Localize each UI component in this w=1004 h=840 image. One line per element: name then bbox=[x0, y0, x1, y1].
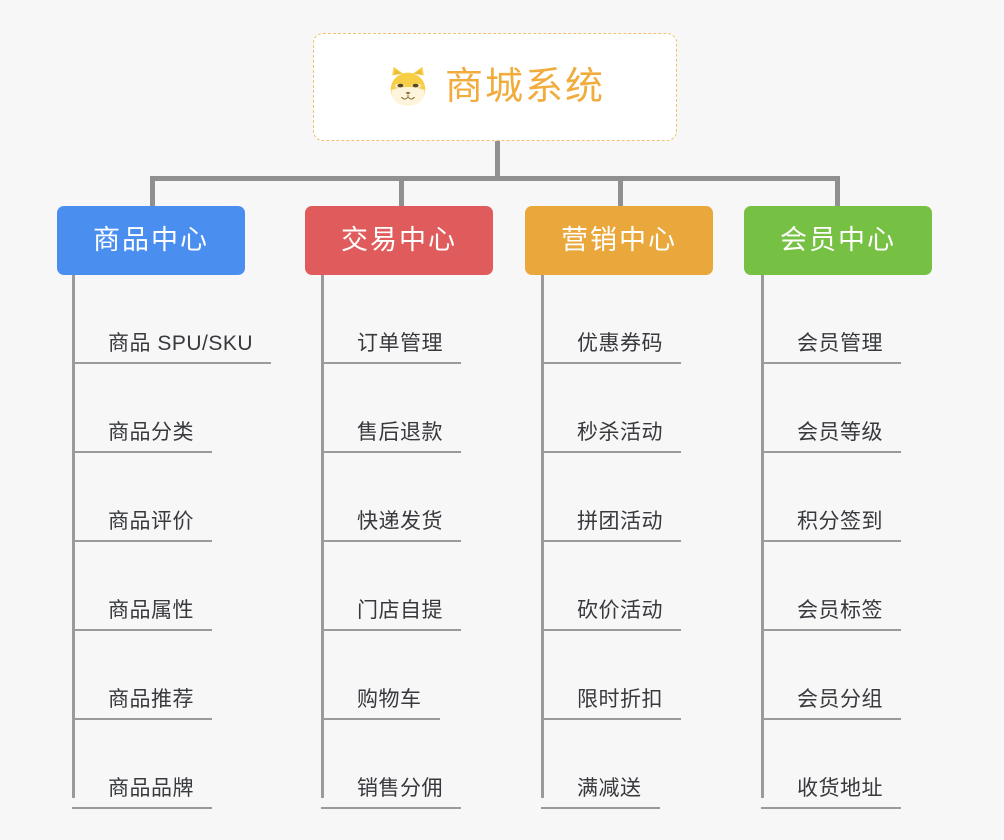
leaf-label: 砍价活动 bbox=[577, 599, 663, 622]
leaf-item[interactable]: 快递发货 bbox=[321, 453, 461, 542]
connector-root-stem bbox=[495, 141, 500, 178]
branch-trunk-3 bbox=[541, 275, 544, 798]
leaf-item[interactable]: 商品属性 bbox=[72, 542, 212, 631]
leaf-underline bbox=[321, 629, 461, 631]
leaf-label: 限时折扣 bbox=[577, 688, 663, 711]
connector-branch-2 bbox=[399, 176, 404, 207]
category-label-4: 会员中心 bbox=[780, 225, 896, 255]
leaf-label: 商品评价 bbox=[108, 510, 194, 533]
leaf-underline bbox=[321, 451, 461, 453]
leaf-underline bbox=[541, 718, 681, 720]
leaf-label: 销售分佣 bbox=[357, 777, 443, 800]
leaf-underline bbox=[321, 540, 461, 542]
leaf-underline bbox=[761, 807, 901, 809]
category-box-3[interactable]: 营销中心 bbox=[525, 206, 713, 275]
leaf-label: 会员分组 bbox=[797, 688, 883, 711]
connector-branch-1 bbox=[150, 176, 155, 207]
connector-branch-3 bbox=[618, 176, 623, 207]
leaf-item[interactable]: 收货地址 bbox=[761, 720, 901, 809]
branch-trunk-4 bbox=[761, 275, 764, 798]
leaf-underline bbox=[541, 629, 681, 631]
leaf-item[interactable]: 限时折扣 bbox=[541, 631, 681, 720]
leaf-underline bbox=[72, 807, 212, 809]
leaf-underline bbox=[72, 362, 272, 364]
leaf-item[interactable]: 满减送 bbox=[541, 720, 660, 809]
leaf-underline bbox=[761, 540, 901, 542]
leaf-label: 商品品牌 bbox=[108, 777, 194, 800]
leaf-label: 会员标签 bbox=[797, 599, 883, 622]
category-label-1: 商品中心 bbox=[93, 225, 209, 255]
leaf-underline bbox=[321, 807, 461, 809]
branch-column-4: 会员管理 会员等级 积分签到 会员标签 会员分组 收货地址 bbox=[761, 275, 951, 815]
connector-horizontal-bus bbox=[150, 176, 840, 181]
leaf-label: 商品分类 bbox=[108, 421, 194, 444]
branch-column-2: 订单管理 售后退款 快递发货 门店自提 购物车 销售分佣 bbox=[321, 275, 511, 815]
category-label-2: 交易中心 bbox=[341, 225, 457, 255]
leaf-item[interactable]: 门店自提 bbox=[321, 542, 461, 631]
leaf-item[interactable]: 商品品牌 bbox=[72, 720, 212, 809]
shiba-dog-face-icon bbox=[385, 64, 431, 110]
leaf-item[interactable]: 商品 SPU/SKU bbox=[72, 275, 272, 364]
leaf-label: 收货地址 bbox=[797, 777, 883, 800]
leaf-underline bbox=[72, 629, 212, 631]
leaf-label: 快递发货 bbox=[357, 510, 443, 533]
leaf-underline bbox=[541, 362, 681, 364]
leaf-label: 满减送 bbox=[577, 777, 642, 800]
leaf-item[interactable]: 会员管理 bbox=[761, 275, 901, 364]
branch-column-1: 商品 SPU/SKU 商品分类 商品评价 商品属性 商品推荐 商品品牌 bbox=[72, 275, 302, 815]
leaf-label: 拼团活动 bbox=[577, 510, 663, 533]
leaf-item[interactable]: 商品推荐 bbox=[72, 631, 212, 720]
leaf-item[interactable]: 积分签到 bbox=[761, 453, 901, 542]
leaf-item[interactable]: 会员标签 bbox=[761, 542, 901, 631]
leaf-item[interactable]: 拼团活动 bbox=[541, 453, 681, 542]
leaf-item[interactable]: 售后退款 bbox=[321, 364, 461, 453]
leaf-label: 会员等级 bbox=[797, 421, 883, 444]
leaf-underline bbox=[761, 451, 901, 453]
leaf-item[interactable]: 秒杀活动 bbox=[541, 364, 681, 453]
leaf-item[interactable]: 商品分类 bbox=[72, 364, 212, 453]
leaf-underline bbox=[541, 807, 660, 809]
leaf-label: 会员管理 bbox=[797, 332, 883, 355]
leaf-underline bbox=[541, 451, 681, 453]
category-box-2[interactable]: 交易中心 bbox=[305, 206, 493, 275]
leaf-item[interactable]: 购物车 bbox=[321, 631, 440, 720]
leaf-label: 售后退款 bbox=[357, 421, 443, 444]
leaf-item[interactable]: 砍价活动 bbox=[541, 542, 681, 631]
connector-branch-4 bbox=[835, 176, 840, 207]
leaf-label: 门店自提 bbox=[357, 599, 443, 622]
leaf-underline bbox=[761, 629, 901, 631]
leaf-label: 秒杀活动 bbox=[577, 421, 663, 444]
leaf-underline bbox=[72, 451, 212, 453]
branch-trunk-1 bbox=[72, 275, 75, 798]
leaf-label: 商品 SPU/SKU bbox=[108, 332, 254, 355]
leaf-item[interactable]: 优惠券码 bbox=[541, 275, 681, 364]
leaf-label: 订单管理 bbox=[357, 332, 443, 355]
leaf-underline bbox=[761, 718, 901, 720]
leaf-underline bbox=[321, 718, 440, 720]
leaf-item[interactable]: 销售分佣 bbox=[321, 720, 461, 809]
leaf-underline bbox=[761, 362, 901, 364]
leaf-underline bbox=[72, 540, 212, 542]
leaf-item[interactable]: 会员等级 bbox=[761, 364, 901, 453]
root-title: 商城系统 bbox=[444, 66, 605, 108]
leaf-label: 购物车 bbox=[357, 688, 422, 711]
branch-column-3: 优惠券码 秒杀活动 拼团活动 砍价活动 限时折扣 满减送 bbox=[541, 275, 731, 815]
leaf-item[interactable]: 订单管理 bbox=[321, 275, 461, 364]
category-label-3: 营销中心 bbox=[561, 225, 677, 255]
leaf-label: 优惠券码 bbox=[577, 332, 663, 355]
leaf-underline bbox=[321, 362, 461, 364]
leaf-label: 积分签到 bbox=[797, 510, 883, 533]
leaf-underline bbox=[72, 718, 212, 720]
leaf-item[interactable]: 会员分组 bbox=[761, 631, 901, 720]
leaf-label: 商品推荐 bbox=[108, 688, 194, 711]
category-box-1[interactable]: 商品中心 bbox=[57, 206, 245, 275]
category-box-4[interactable]: 会员中心 bbox=[744, 206, 932, 275]
leaf-label: 商品属性 bbox=[108, 599, 194, 622]
leaf-item[interactable]: 商品评价 bbox=[72, 453, 212, 542]
leaf-underline bbox=[541, 540, 681, 542]
root-node[interactable]: 商城系统 bbox=[313, 33, 677, 141]
branch-trunk-2 bbox=[321, 275, 324, 798]
